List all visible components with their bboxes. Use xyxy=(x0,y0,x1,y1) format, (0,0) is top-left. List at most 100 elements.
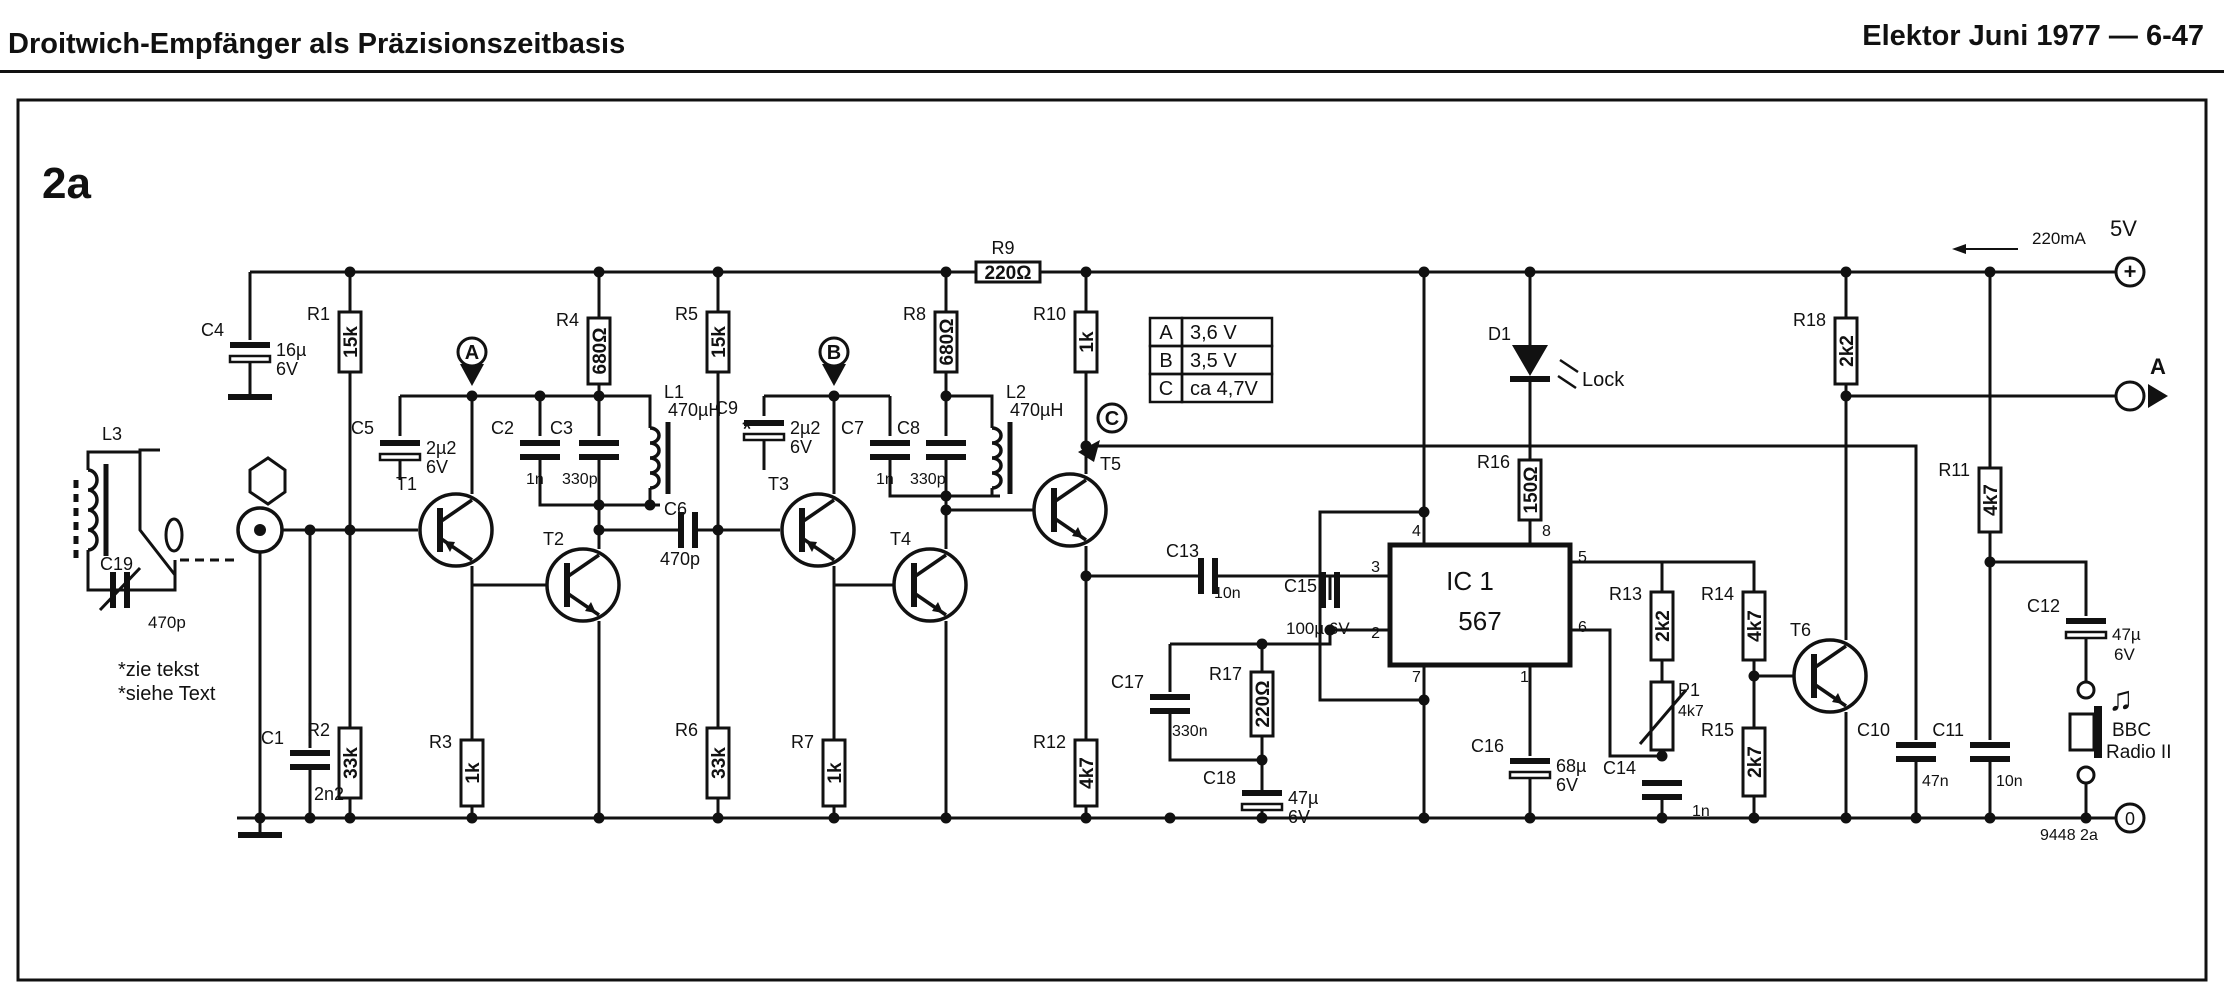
earphone-contact xyxy=(2076,680,2096,700)
capacitor-value: 330p xyxy=(910,471,946,488)
resistor-ref: R9 xyxy=(991,238,1014,258)
capacitor-c5 xyxy=(378,440,422,462)
capacitor-ref: C16 xyxy=(1471,736,1504,756)
transistor-ref: T2 xyxy=(543,529,564,549)
capacitor-value: 330p xyxy=(562,471,598,488)
capacitor-plate xyxy=(230,342,270,348)
capacitor-plate xyxy=(110,572,116,608)
transistor-ref: T4 xyxy=(890,529,911,549)
inductor-l2 xyxy=(991,422,1013,494)
capacitor-plate xyxy=(1150,708,1190,714)
capacitor-plate xyxy=(579,454,619,460)
resistor-value: 2k7 xyxy=(1745,746,1766,778)
transistor-t6 xyxy=(1792,638,1868,714)
table-voltage: 3,5 V xyxy=(1190,350,1237,372)
ic-pin: 1 xyxy=(1520,669,1529,686)
junction-dot xyxy=(593,266,605,278)
ground-terminal-label: 0 xyxy=(2125,809,2135,829)
capacitor-ref: C3 xyxy=(550,418,573,438)
capacitor-c4 xyxy=(228,342,272,364)
coax-pin xyxy=(254,524,266,536)
output-label: A xyxy=(2150,354,2166,379)
resistor-body xyxy=(1073,738,1099,808)
capacitor-plate xyxy=(1334,572,1340,608)
capacitor-c6 xyxy=(678,512,698,548)
resistor-body xyxy=(337,726,363,800)
junction-dot xyxy=(1256,754,1268,766)
capacitor-plate xyxy=(1150,694,1190,700)
table-voltage: 3,6 V xyxy=(1190,322,1237,344)
capacitor-plate xyxy=(228,354,272,364)
resistor-r10: 1k xyxy=(1073,310,1099,374)
test-point-letter: C xyxy=(1105,408,1119,430)
table-voltage: ca 4,7V xyxy=(1190,378,1258,400)
resistor-value: 15k xyxy=(709,326,730,358)
junction-dot xyxy=(466,812,478,824)
supply-voltage: 5V xyxy=(2110,216,2137,241)
junction-dot xyxy=(1748,812,1760,824)
resistor-value: 4k7 xyxy=(1745,610,1766,642)
capacitor-plate xyxy=(579,440,619,446)
earphone xyxy=(2068,680,2102,785)
resistor-value: 33k xyxy=(709,747,730,779)
capacitor-c19 xyxy=(110,572,130,608)
junction-dot xyxy=(1656,750,1668,762)
capacitor-c18 xyxy=(1240,790,1284,812)
test-point-circle xyxy=(818,336,850,368)
wire xyxy=(86,550,177,592)
inductor-l3 xyxy=(87,464,109,556)
node-b-marker xyxy=(822,364,846,386)
resistor-value: 1k xyxy=(825,762,846,784)
lock-label: Lock xyxy=(1582,369,1625,391)
header-rule xyxy=(0,70,2224,73)
resistor-value: 680Ω xyxy=(937,319,958,366)
resistor-body xyxy=(1649,590,1675,662)
inductor-ref: L3 xyxy=(102,424,122,444)
table-point: B xyxy=(1159,350,1172,372)
junction-dot xyxy=(1840,266,1852,278)
resistor-ref: R7 xyxy=(791,732,814,752)
resistor-ref: R11 xyxy=(1938,460,1970,480)
capacitor-value: 47µ xyxy=(1288,788,1318,808)
transistor-collector xyxy=(1813,644,1847,670)
resistor-body xyxy=(459,738,485,808)
ic-pin: 4 xyxy=(1412,523,1421,540)
transistor-t2 xyxy=(545,547,621,623)
ic-type: 567 xyxy=(1458,606,1501,636)
music-note-icon: ♫ xyxy=(2108,680,2134,718)
capacitor-plate xyxy=(870,454,910,460)
resistor-r13: 2k2 xyxy=(1649,590,1675,662)
resistor-value: 220Ω xyxy=(1253,681,1274,728)
transistor-arrow xyxy=(1072,527,1083,538)
junction-dot xyxy=(828,812,840,824)
resistor-body xyxy=(337,310,363,374)
transistor-arrow xyxy=(1832,693,1843,704)
resistor-r14: 4k7 xyxy=(1741,590,1767,662)
junction-dot xyxy=(1080,266,1092,278)
capacitor-ref: C6 xyxy=(664,499,687,519)
transistor-body xyxy=(780,492,856,568)
resistor-body xyxy=(933,310,959,374)
transistor-t4 xyxy=(892,547,968,623)
resistor-value: 2k2 xyxy=(1653,610,1674,642)
junction-dot xyxy=(304,812,316,824)
resistor-r8: 680Ω xyxy=(933,310,959,374)
junction-dot xyxy=(1984,266,1996,278)
junction-dot xyxy=(1418,694,1430,706)
capacitor-plate xyxy=(1198,558,1204,594)
ic-pin: 3 xyxy=(1371,559,1380,576)
node-c-marker xyxy=(1078,440,1100,462)
resistor-ref: R4 xyxy=(556,310,579,330)
transistor-ref: T3 xyxy=(768,474,789,494)
transistor-arrow xyxy=(444,541,455,552)
junction-dot xyxy=(254,812,266,824)
resistor-body xyxy=(1833,316,1859,386)
resistor-value: 150Ω xyxy=(1521,467,1542,514)
wire xyxy=(538,460,660,507)
wire xyxy=(1990,560,2088,616)
capacitor-plate xyxy=(742,432,786,442)
led-d1 xyxy=(1510,345,1579,390)
capacitor-ref: C8 xyxy=(897,418,920,438)
